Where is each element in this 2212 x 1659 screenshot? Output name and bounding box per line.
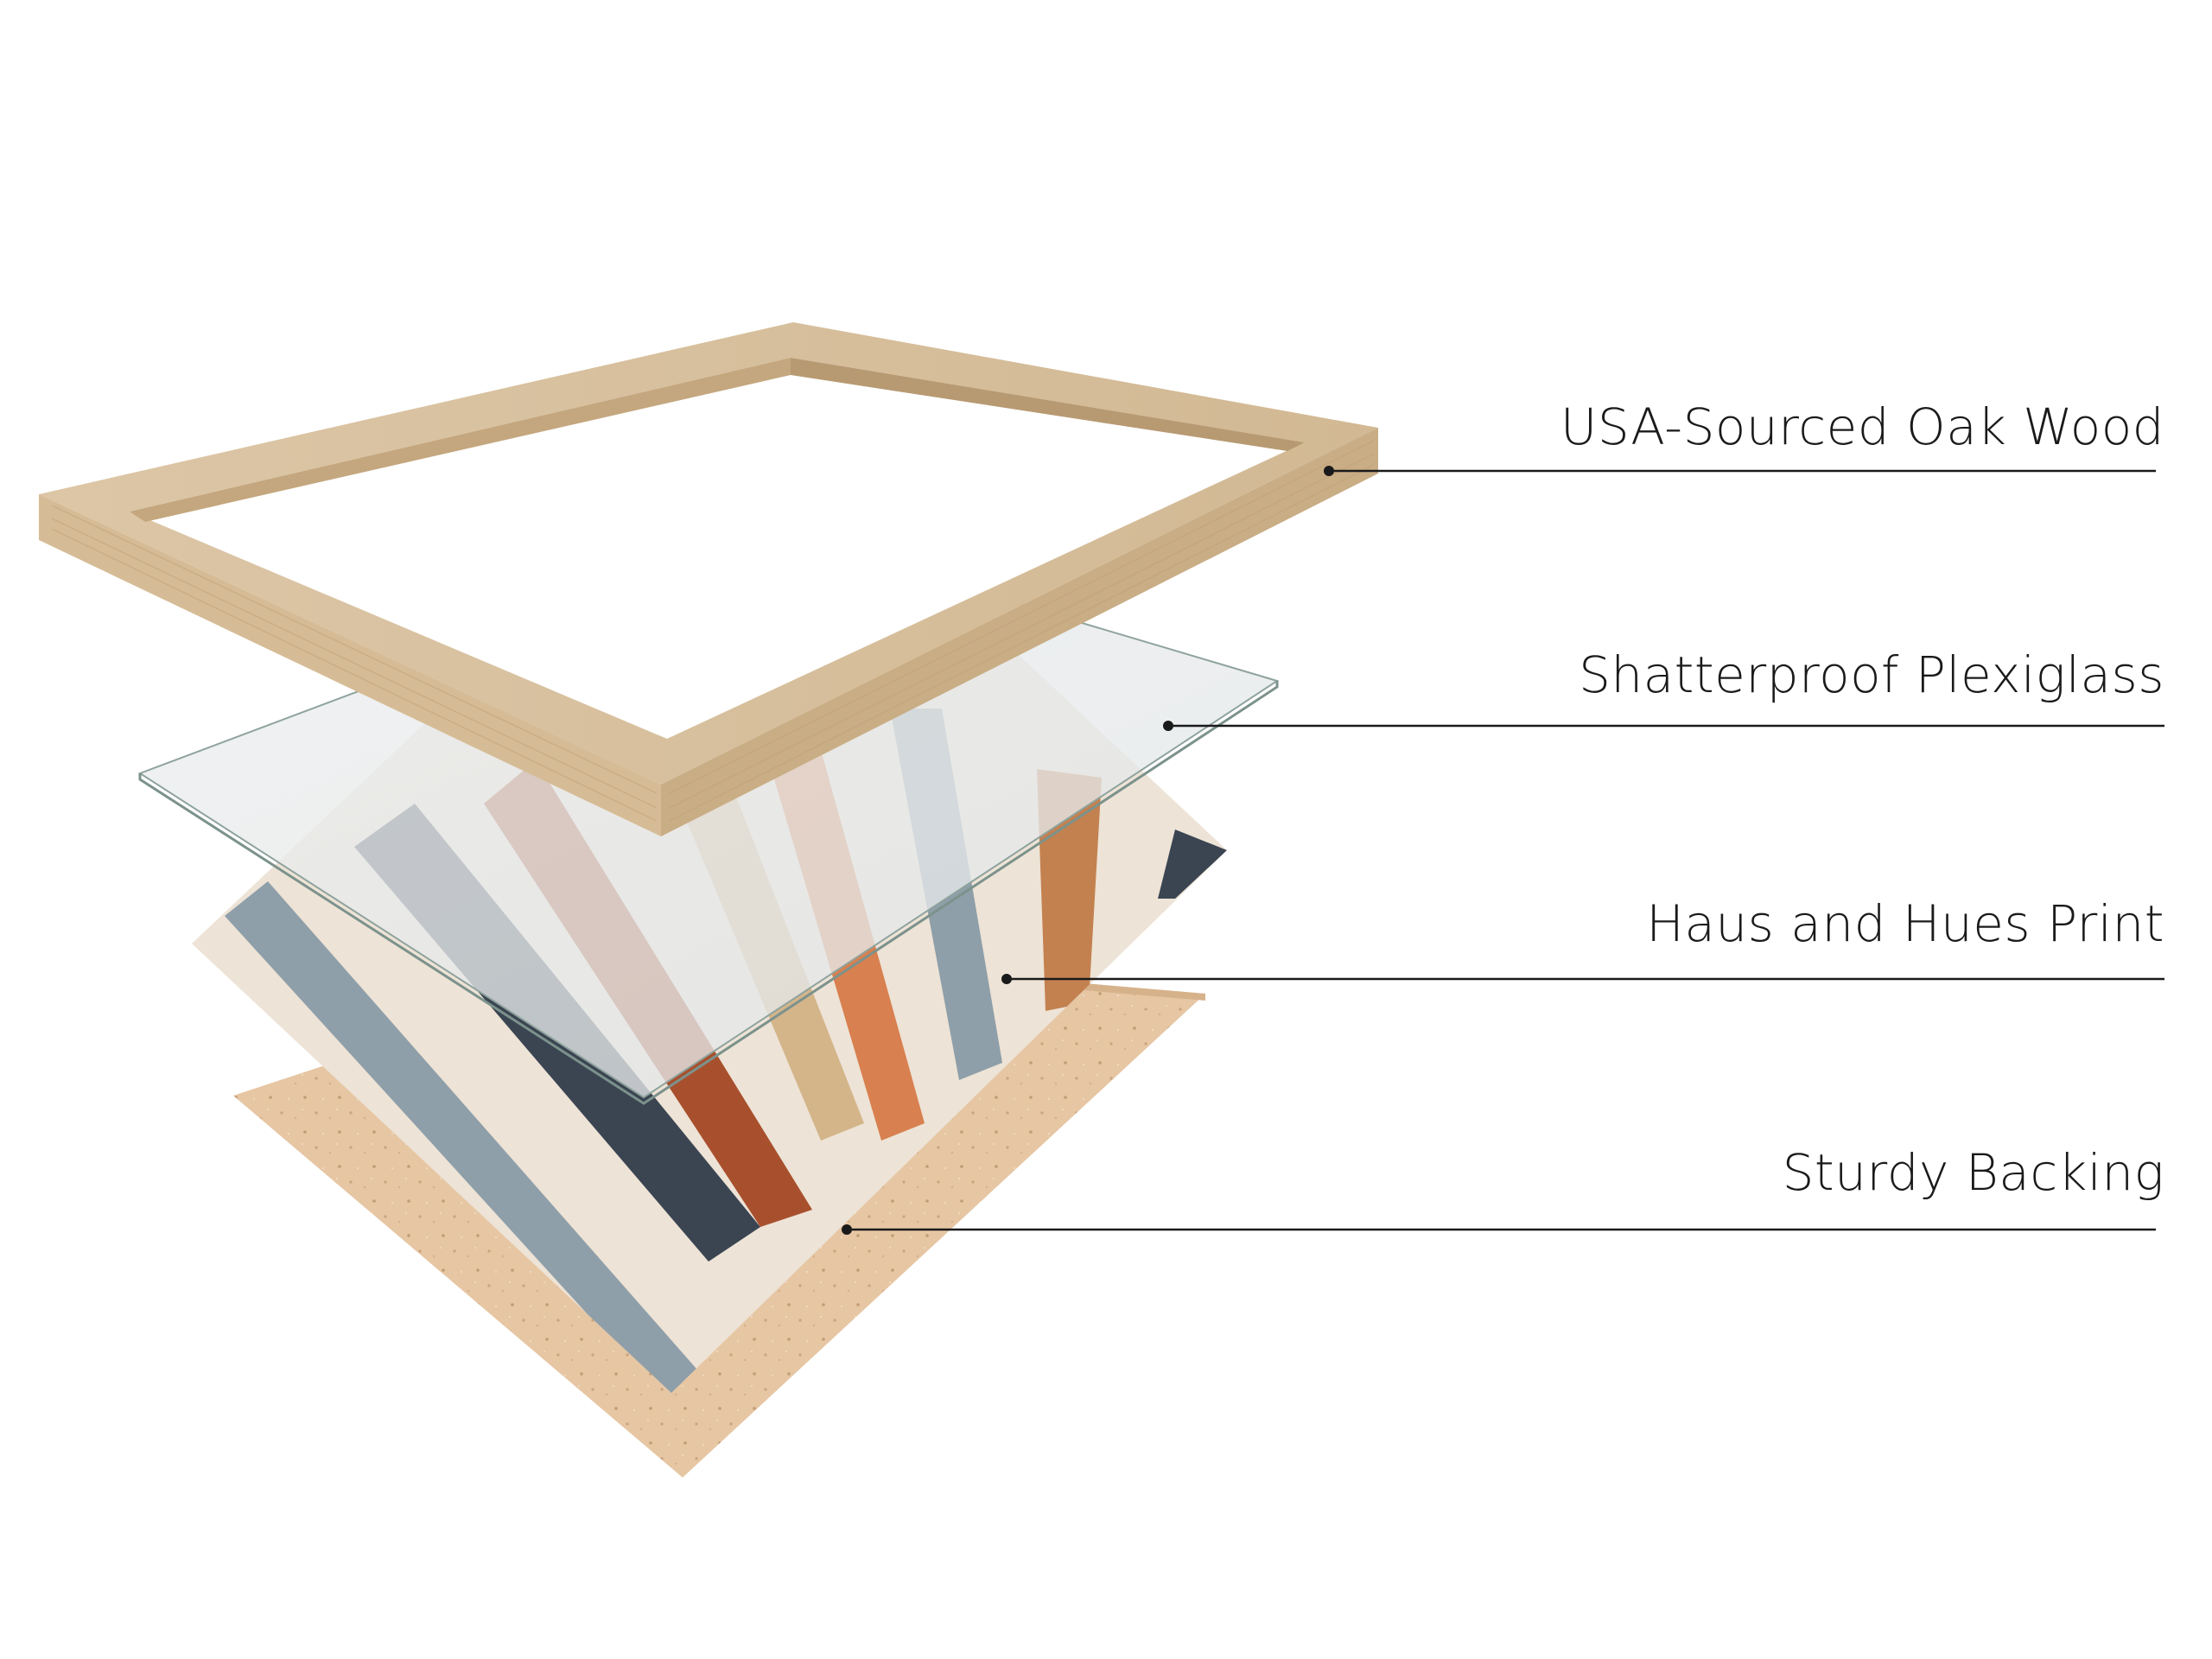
oak-frame-inner-edge-right: [791, 358, 1305, 451]
label-art-print: Haus and Hues Print: [1646, 894, 2164, 953]
callout-leaders: [847, 469, 2164, 1231]
label-oak-frame: USA-Sourced Oak Wood: [1560, 397, 2164, 456]
print-stripe-copper: [1037, 769, 1102, 1011]
plexiglass-edge: [138, 681, 1279, 1105]
callout-dots: [842, 466, 1334, 1235]
oak-frame-inner-edge-far: [130, 358, 791, 522]
print-stripe-navy-2: [1158, 830, 1227, 899]
oak-grain-lines: [51, 440, 1375, 822]
oak-frame-outer-side-left: [39, 494, 661, 836]
print-stripe-slate: [225, 881, 709, 1393]
leader-dot-glass: [1163, 721, 1173, 731]
label-backing: Sturdy Backing: [1782, 1143, 2164, 1202]
leader-dot-print: [1001, 974, 1012, 984]
leader-dot-frame: [1324, 466, 1334, 476]
label-plexiglass: Shatterproof Plexiglass: [1579, 645, 2164, 704]
leader-dot-backing: [842, 1224, 852, 1235]
oak-frame: [39, 322, 1378, 836]
